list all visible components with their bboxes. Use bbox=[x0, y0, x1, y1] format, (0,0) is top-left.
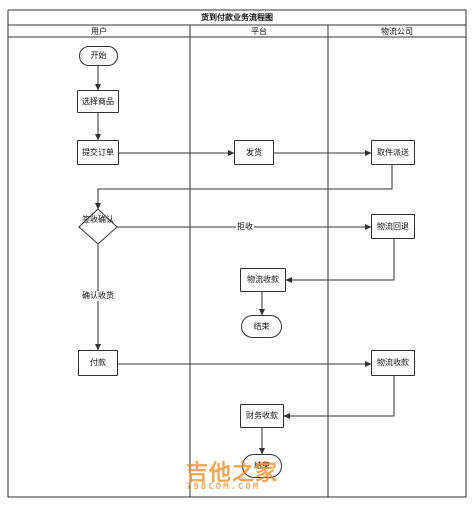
diagram-title: 货到付款业务流程图 bbox=[201, 13, 273, 22]
watermark-logo-text: 吉他之家 bbox=[186, 461, 279, 486]
node-logistics-return: 物流回退 bbox=[371, 214, 415, 239]
node-select-product: 选择商品 bbox=[77, 90, 119, 113]
node-start: 开始 bbox=[79, 46, 118, 66]
node-finance-receive: 财务收款 bbox=[240, 404, 284, 428]
edge-pickup-confirm bbox=[95, 165, 393, 210]
lane-header-user: 用户 bbox=[91, 26, 107, 36]
frame-border bbox=[7, 9, 467, 498]
node-logistics-receive-2: 物流收款 bbox=[371, 350, 415, 376]
node-submit-order: 提交订单 bbox=[77, 140, 119, 165]
edge-label-accept: 确认收货 bbox=[81, 291, 115, 301]
node-end-2: 结束 bbox=[242, 454, 282, 478]
watermark-logo: 吉他之家 798COM.COM bbox=[186, 455, 296, 495]
edge-label-reject: 拒收 bbox=[236, 222, 254, 232]
node-end-1: 结束 bbox=[241, 315, 282, 338]
edge-return-logrecv bbox=[285, 239, 395, 283]
confirm-diamond-label: 签收确认 bbox=[82, 215, 114, 224]
node-pickup-deliver: 取件派送 bbox=[371, 140, 415, 165]
node-ship: 发货 bbox=[234, 140, 274, 165]
edge-logrecv-finrecv bbox=[283, 376, 395, 419]
watermark-site-text: 798COM.COM bbox=[186, 482, 261, 492]
node-logistics-receive-1: 物流收款 bbox=[240, 268, 286, 292]
node-pay: 付款 bbox=[78, 350, 118, 376]
confirm-diamond bbox=[78, 208, 118, 245]
lane-header-platform: 平台 bbox=[251, 26, 267, 36]
lane-header-logistics: 物流公司 bbox=[381, 26, 413, 36]
